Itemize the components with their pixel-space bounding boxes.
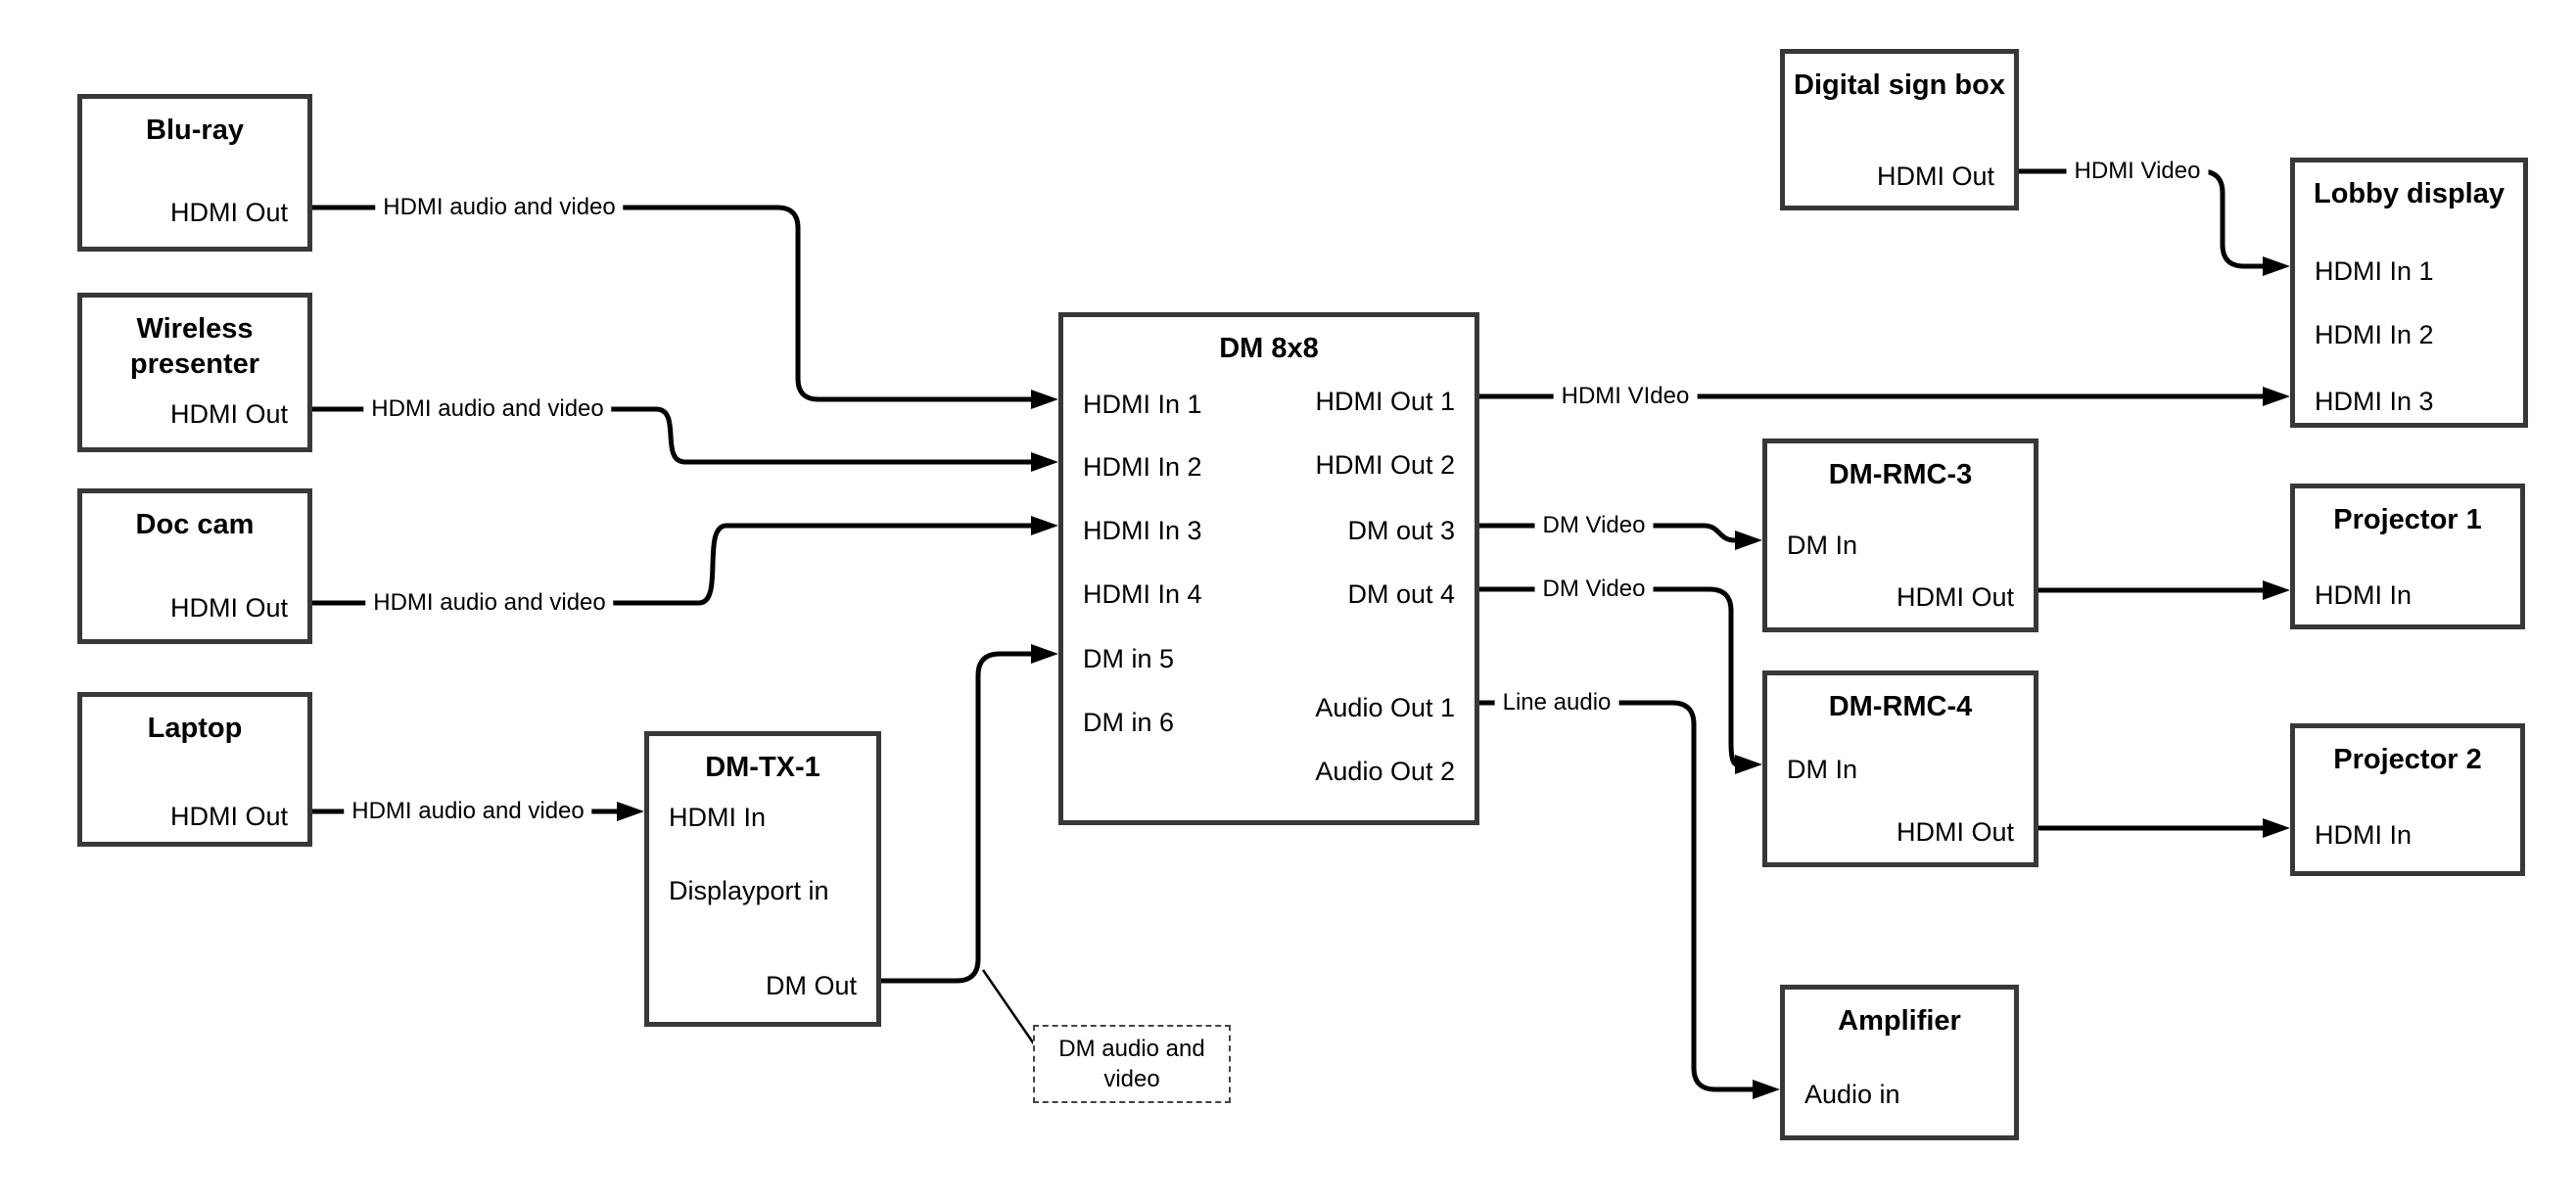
node-dm-tx-1: DM-TX-1 HDMI In Displayport in DM Out [644, 731, 881, 1027]
node-doc-cam-title: Doc cam [135, 509, 255, 540]
node-dm-8x8: DM 8x8 HDMI In 1 HDMI In 2 HDMI In 3 HDM… [1058, 312, 1479, 825]
edge-label-doccam-to-dm8x8: HDMI audio and video [365, 587, 614, 619]
node-dm-rmc-3-title: DM-RMC-3 [1828, 459, 1973, 490]
port-dm8x8-dm-out-4: DM out 4 [1347, 579, 1455, 609]
node-projector-2: Projector 2 HDMI In [2290, 723, 2525, 876]
port-dmrmc3-dm-in: DM In [1787, 531, 1858, 560]
port-dm8x8-dm-out-3: DM out 3 [1347, 516, 1455, 545]
port-dmrmc4-dm-in: DM In [1787, 755, 1858, 784]
port-lobby-hdmi-in-1: HDMI In 1 [2315, 256, 2434, 286]
port-dm8x8-audio-out-1: Audio Out 1 [1315, 693, 1455, 722]
port-dmtx1-dm-out: DM Out [765, 971, 857, 1000]
port-proj1-hdmi-in: HDMI In [2315, 580, 2412, 610]
port-dm8x8-dm-in-5: DM in 5 [1083, 644, 1175, 673]
arrowhead-dm8x8-dm-in-5 [1031, 644, 1058, 664]
node-lobby-display-title: Lobby display [2314, 178, 2505, 209]
connector-dm8x8-to-dmrmc4 [1479, 586, 1738, 767]
connector-dm8x8-to-dmrmc3 [1479, 523, 1736, 543]
node-wireless-presenter: Wireless presenter HDMI Out [77, 293, 312, 452]
edge-label-bluray-to-dm8x8: HDMI audio and video [375, 192, 624, 223]
port-dm8x8-hdmi-in-3: HDMI In 3 [1083, 516, 1202, 545]
arrowhead-dm8x8-hdmi-in-3 [1031, 516, 1058, 535]
connector-doccam-to-dm8x8 [312, 523, 1031, 606]
port-dm8x8-hdmi-in-4: HDMI In 4 [1083, 579, 1202, 609]
connector-digital-sign-to-lobby [2019, 168, 2263, 269]
arrowhead-dmtx1-hdmi-in [617, 802, 644, 821]
arrowhead-proj1-hdmi-in [2263, 580, 2290, 600]
node-dm-tx-1-title: DM-TX-1 [705, 752, 820, 783]
arrowhead-proj2-hdmi-in [2263, 818, 2290, 838]
port-dmtx1-displayport-in: Displayport in [669, 876, 829, 905]
arrowhead-dmrmc3-dm-in [1735, 531, 1762, 550]
node-dm-rmc-4: DM-RMC-4 DM In HDMI Out [1762, 670, 2038, 867]
port-proj2-hdmi-in: HDMI In [2315, 820, 2412, 850]
node-wireless-presenter-title: Wireless presenter [129, 313, 260, 380]
node-laptop: Laptop HDMI Out [77, 692, 312, 847]
arrowhead-lobby-hdmi-in-1 [2263, 256, 2290, 276]
node-dm-8x8-title: DM 8x8 [1219, 333, 1319, 364]
port-bluray-hdmi-out: HDMI Out [169, 198, 288, 227]
port-dm8x8-audio-out-2: Audio Out 2 [1315, 757, 1455, 786]
node-projector-2-title: Projector 2 [2333, 744, 2482, 775]
port-laptop-hdmi-out: HDMI Out [169, 802, 288, 831]
node-digital-sign-box: Digital sign box HDMI Out [1780, 49, 2019, 210]
port-wireless-hdmi-out: HDMI Out [169, 399, 288, 429]
port-dm8x8-hdmi-in-1: HDMI In 1 [1083, 390, 1202, 419]
arrowhead-amplifier-audio-in [1753, 1080, 1780, 1099]
node-amplifier: Amplifier Audio in [1780, 985, 2019, 1140]
node-digital-sign-box-title: Digital sign box [1794, 69, 2005, 101]
port-lobby-hdmi-in-2: HDMI In 2 [2315, 320, 2434, 349]
node-projector-1: Projector 1 HDMI In [2290, 484, 2525, 629]
port-dm8x8-hdmi-out-1: HDMI Out 1 [1315, 387, 1455, 416]
edge-label-dm8x8-to-dmrmc3: DM Video [1534, 510, 1654, 541]
connector-dmtx1-to-dm8x8 [881, 651, 1031, 984]
node-lobby-display: Lobby display HDMI In 1 HDMI In 2 HDMI I… [2290, 158, 2528, 428]
port-dmtx1-hdmi-in: HDMI In [669, 803, 767, 832]
port-digital-sign-hdmi-out: HDMI Out [1876, 162, 1994, 191]
note-dm-audio-and-video: DM audio and video [1033, 1025, 1231, 1103]
arrowhead-dmrmc4-dm-in [1735, 755, 1762, 774]
port-dm8x8-hdmi-in-2: HDMI In 2 [1083, 452, 1202, 482]
arrowhead-lobby-hdmi-in-3 [2263, 387, 2290, 406]
port-doccam-hdmi-out: HDMI Out [169, 593, 288, 623]
port-lobby-hdmi-in-3: HDMI In 3 [2315, 387, 2434, 416]
node-amplifier-title: Amplifier [1838, 1005, 1961, 1037]
port-dmrmc4-hdmi-out: HDMI Out [1896, 817, 2014, 847]
node-doc-cam: Doc cam HDMI Out [77, 488, 312, 644]
arrowhead-dm8x8-hdmi-in-1 [1031, 390, 1058, 409]
node-dm-rmc-4-title: DM-RMC-4 [1828, 691, 1973, 722]
edge-label-dm8x8-to-dmrmc4: DM Video [1534, 574, 1654, 605]
node-projector-1-title: Projector 1 [2333, 504, 2482, 535]
port-dm8x8-dm-in-6: DM in 6 [1083, 708, 1175, 737]
edge-label-dm8x8-to-lobby: HDMI VIdeo [1553, 381, 1698, 412]
edge-label-wireless-to-dm8x8: HDMI audio and video [363, 393, 612, 425]
edge-label-laptop-to-dmtx1: HDMI audio and video [344, 796, 592, 827]
connector-dm8x8-to-amplifier [1479, 700, 1753, 1092]
connector-wireless-to-dm8x8 [312, 406, 1031, 465]
connector-bluray-to-dm8x8 [312, 205, 1031, 402]
node-bluray-title: Blu-ray [146, 115, 244, 146]
node-bluray: Blu-ray HDMI Out [77, 94, 312, 252]
port-dm8x8-hdmi-out-2: HDMI Out 2 [1315, 450, 1455, 480]
node-laptop-title: Laptop [147, 713, 243, 744]
note-leader-line [981, 969, 1037, 1046]
node-dm-rmc-3: DM-RMC-3 DM In HDMI Out [1762, 439, 2038, 632]
edge-label-digital-sign-to-lobby: HDMI Video [2066, 156, 2209, 187]
port-dmrmc3-hdmi-out: HDMI Out [1896, 582, 2014, 612]
edge-label-dm8x8-to-amplifier: Line audio [1494, 687, 1619, 718]
arrowhead-dm8x8-hdmi-in-2 [1031, 452, 1058, 472]
port-amplifier-audio-in: Audio in [1804, 1080, 1900, 1109]
